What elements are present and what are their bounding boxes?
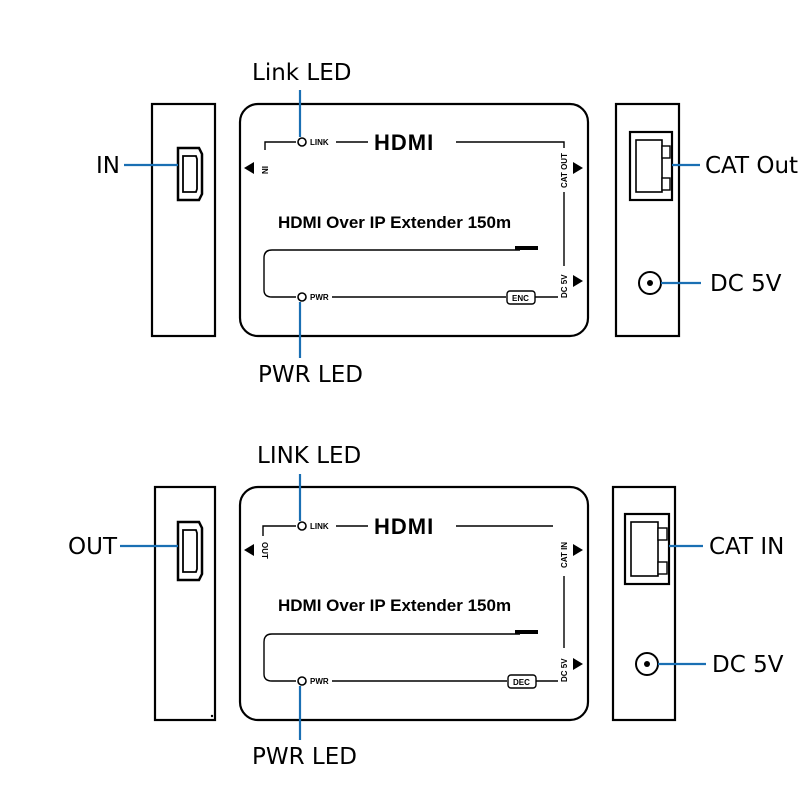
tx-in-arrow-icon	[244, 162, 254, 174]
tx-side-panel-body	[150, 102, 217, 338]
tx-pwr-led-callout: PWR LED	[258, 362, 363, 388]
tx-front-body	[238, 102, 590, 338]
rx-out-arrow-icon	[244, 544, 254, 556]
rx-link-led-callout: LINK LED	[257, 443, 361, 469]
rx-pwr-led-callout: PWR LED	[252, 744, 357, 770]
rx-dc-arrow-icon	[573, 658, 583, 670]
tx-cat-side-panel	[614, 102, 681, 338]
tx-dc-arrow-icon	[573, 275, 583, 287]
hdmi-port-icon	[176, 520, 204, 582]
rx-cat-label: CAT IN	[560, 542, 569, 568]
rx-dc-label: DC 5V	[560, 658, 569, 682]
tx-cat-label: CAT OUT	[560, 153, 569, 188]
transmitter-unit: LINK HDMI IN CAT OUT DC 5V HDMI Over IP …	[96, 60, 798, 388]
tx-front-panel: LINK HDMI IN CAT OUT DC 5V HDMI Over IP …	[238, 102, 590, 338]
dc-jack-icon	[635, 652, 659, 676]
tx-cat-out-callout: CAT Out	[705, 153, 798, 179]
pwr-led-icon	[297, 292, 307, 302]
rx-hdmi-side-panel	[153, 485, 217, 722]
rx-hdmi-out-callout: OUT	[68, 534, 118, 560]
tx-link-led-callout: Link LED	[252, 60, 351, 86]
tx-pwr-label: PWR	[310, 293, 329, 302]
rx-front-panel: LINK HDMI OUT CAT IN DC 5V HDMI Over IP …	[238, 485, 590, 722]
rx-link-label: LINK	[310, 522, 329, 531]
rx-port-left-label: OUT	[260, 542, 269, 559]
tx-hdmi-side-panel	[150, 102, 217, 338]
tx-cat-arrow-icon	[573, 162, 583, 174]
rx-cat-in-callout: CAT IN	[709, 534, 784, 560]
hdmi-port-icon	[176, 146, 204, 202]
tx-port-left-label: IN	[260, 166, 269, 174]
link-led-icon	[297, 521, 307, 531]
rj45-port-icon	[623, 512, 671, 586]
rx-cat-side-panel	[611, 485, 677, 722]
rx-dc-callout: DC 5V	[712, 652, 784, 678]
tx-product-name: HDMI Over IP Extender 150m	[278, 213, 511, 232]
rx-badge-label: DEC	[513, 678, 530, 687]
rj45-port-icon	[628, 130, 674, 202]
rx-pwr-label: PWR	[310, 677, 329, 686]
tx-badge-label: ENC	[512, 294, 529, 303]
rx-cat-arrow-icon	[573, 544, 583, 556]
tx-dc-callout: DC 5V	[710, 271, 782, 297]
tx-hdmi-logo: HDMI	[374, 130, 434, 155]
dc-jack-icon	[638, 271, 662, 295]
tx-link-label: LINK	[310, 138, 329, 147]
rx-hdmi-logo: HDMI	[374, 514, 434, 539]
tx-dc-label: DC 5V	[560, 274, 569, 298]
receiver-unit: LINK HDMI OUT CAT IN DC 5V HDMI Over IP …	[68, 443, 784, 770]
rx-product-name: HDMI Over IP Extender 150m	[278, 596, 511, 615]
tx-hdmi-in-callout: IN	[96, 153, 120, 179]
link-led-icon	[297, 137, 307, 147]
rx-front-body	[238, 485, 590, 722]
pwr-led-icon	[297, 676, 307, 686]
